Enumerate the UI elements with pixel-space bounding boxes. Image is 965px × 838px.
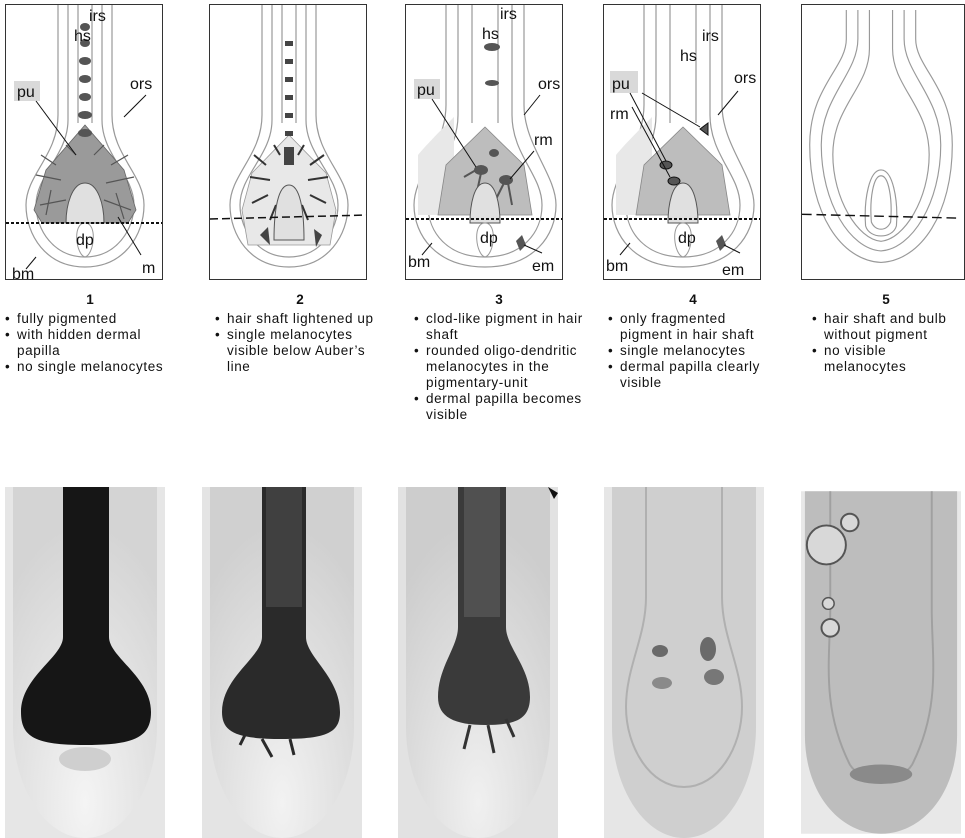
label-bm: bm (12, 266, 34, 280)
bullet-list: hair shaft and bulb without pigment no v… (812, 311, 960, 375)
stage-number: 3 (414, 292, 584, 308)
label-pu: pu (612, 76, 630, 93)
caption-stage-5: 5 hair shaft and bulb without pigment no… (812, 292, 960, 375)
follicle-schematic-1: irs hs ors pu dp bm m (6, 5, 163, 280)
label-irs: irs (89, 8, 106, 25)
label-pu: pu (417, 82, 435, 99)
bullet-list: clod-like pigment in hair shaft rounded … (414, 311, 584, 423)
label-rm: rm (534, 132, 553, 149)
micrograph-stage-1 (5, 487, 165, 838)
diagram-stage-5 (801, 4, 965, 280)
label-ors: ors (538, 76, 560, 93)
label-dp: dp (678, 230, 696, 247)
bullet: no single melanocytes (5, 359, 175, 375)
stage-number: 2 (215, 292, 385, 308)
label-ors: ors (130, 76, 152, 93)
label-rm: rm (610, 106, 629, 123)
bullet: rounded oligo-dendritic melanocytes in t… (414, 343, 584, 391)
follicle-schematic-5 (802, 5, 960, 280)
bullet: no visible melanocytes (812, 343, 960, 375)
label-dp: dp (480, 230, 498, 247)
label-hs: hs (74, 28, 91, 45)
bullet-list: only fragmented pigment in hair shaft si… (608, 311, 778, 391)
micrograph-stage-5 (801, 487, 965, 838)
diagram-stage-3: irs hs ors pu rm dp bm em (405, 4, 563, 280)
label-bm: bm (606, 258, 628, 275)
bullet: single melanocytes visible below Auber’s… (215, 327, 385, 375)
bullet: only fragmented pigment in hair shaft (608, 311, 778, 343)
label-hs: hs (482, 26, 499, 43)
follicle-schematic-4: irs hs ors pu rm dp bm em (604, 5, 761, 280)
micrograph-stage-2 (202, 487, 362, 838)
label-pu: pu (17, 84, 35, 101)
label-dp: dp (76, 232, 94, 249)
diagram-stage-4: irs hs ors pu rm dp bm em (603, 4, 761, 280)
label-bm: bm (408, 254, 430, 271)
bullet: clod-like pigment in hair shaft (414, 311, 584, 343)
label-irs: irs (702, 28, 719, 45)
label-m: m (142, 260, 155, 277)
bullet-list: fully pigmented with hidden dermal papil… (5, 311, 175, 375)
label-hs: hs (680, 48, 697, 65)
stage-number: 5 (812, 292, 960, 308)
bullet: dermal papilla becomes visible (414, 391, 584, 423)
follicle-schematic-2 (210, 5, 367, 280)
bullet: with hidden dermal papilla (5, 327, 175, 359)
stage-number: 1 (5, 292, 175, 308)
caption-stage-3: 3 clod-like pigment in hair shaft rounde… (414, 292, 584, 423)
diagram-stage-1: irs hs ors pu dp bm m (5, 4, 163, 280)
micrograph-stage-4 (604, 487, 764, 838)
stage-number: 4 (608, 292, 778, 308)
bullet: fully pigmented (5, 311, 175, 327)
caption-stage-1: 1 fully pigmented with hidden dermal pap… (5, 292, 175, 375)
label-em: em (532, 258, 554, 275)
bullet-list: hair shaft lightened up single melanocyt… (215, 311, 385, 375)
label-em: em (722, 262, 744, 279)
label-irs: irs (500, 6, 517, 23)
bullet: hair shaft lightened up (215, 311, 385, 327)
bullet: single melanocytes (608, 343, 778, 359)
caption-stage-2: 2 hair shaft lightened up single melanoc… (215, 292, 385, 375)
diagram-stage-2 (209, 4, 367, 280)
micrograph-stage-3 (398, 487, 558, 838)
bullet: hair shaft and bulb without pigment (812, 311, 960, 343)
caption-stage-4: 4 only fragmented pigment in hair shaft … (608, 292, 778, 391)
follicle-schematic-3: irs hs ors pu rm dp bm em (406, 5, 563, 280)
bullet: dermal papilla clearly visible (608, 359, 778, 391)
label-ors: ors (734, 70, 756, 87)
